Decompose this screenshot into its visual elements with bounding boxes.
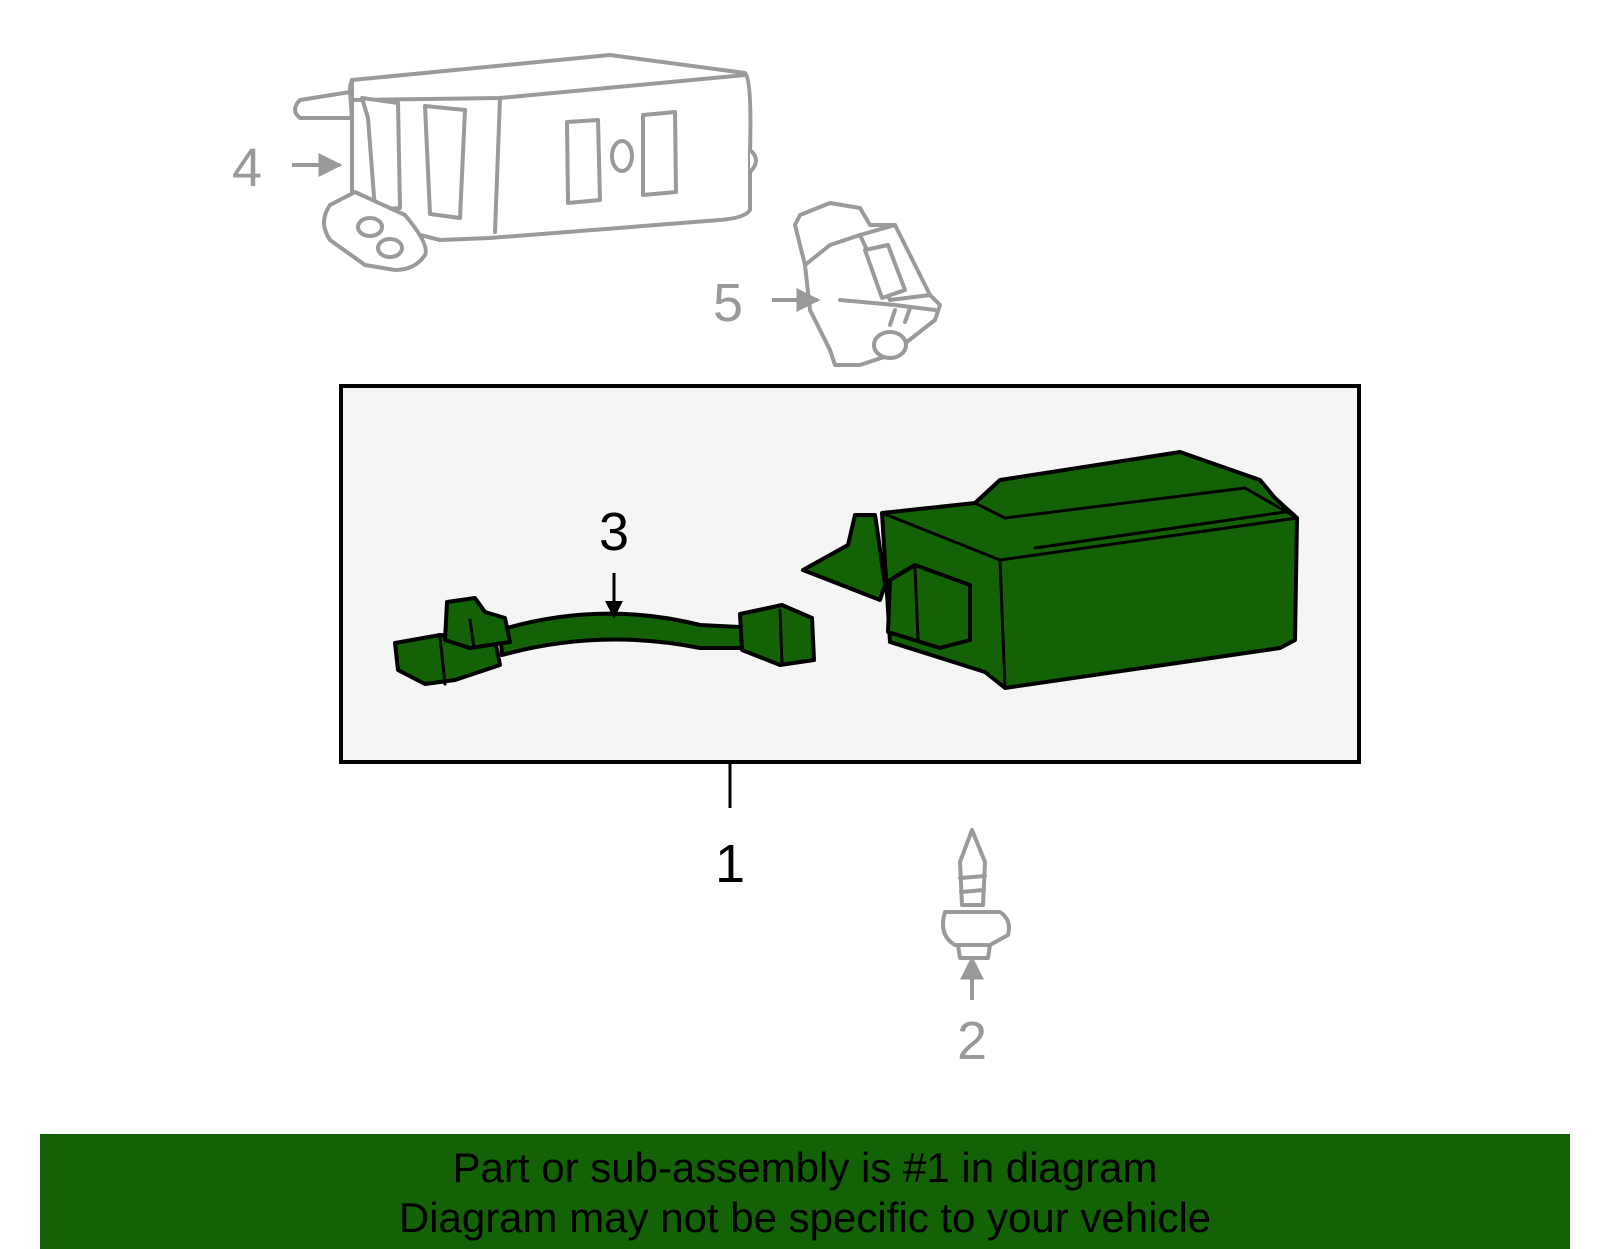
- callout-3: 3: [599, 502, 629, 562]
- disclaimer-banner: Part or sub-assembly is #1 in diagram Di…: [40, 1134, 1570, 1249]
- part-4-module-drawing: [293, 53, 758, 272]
- banner-line-2: Diagram may not be specific to your vehi…: [398, 1194, 1212, 1241]
- banner-line-1: Part or sub-assembly is #1 in diagram: [452, 1144, 1158, 1191]
- callout-2: 2: [957, 1011, 987, 1071]
- part-2-bolt-drawing: [941, 828, 1011, 960]
- callout-4: 4: [232, 138, 262, 198]
- part-1-module-drawing: [801, 450, 1299, 690]
- callout-1: 1: [715, 834, 745, 894]
- part-5-sensor-drawing: [793, 201, 942, 367]
- part-3-harness-drawing: [393, 596, 816, 686]
- callout-5: 5: [713, 273, 743, 333]
